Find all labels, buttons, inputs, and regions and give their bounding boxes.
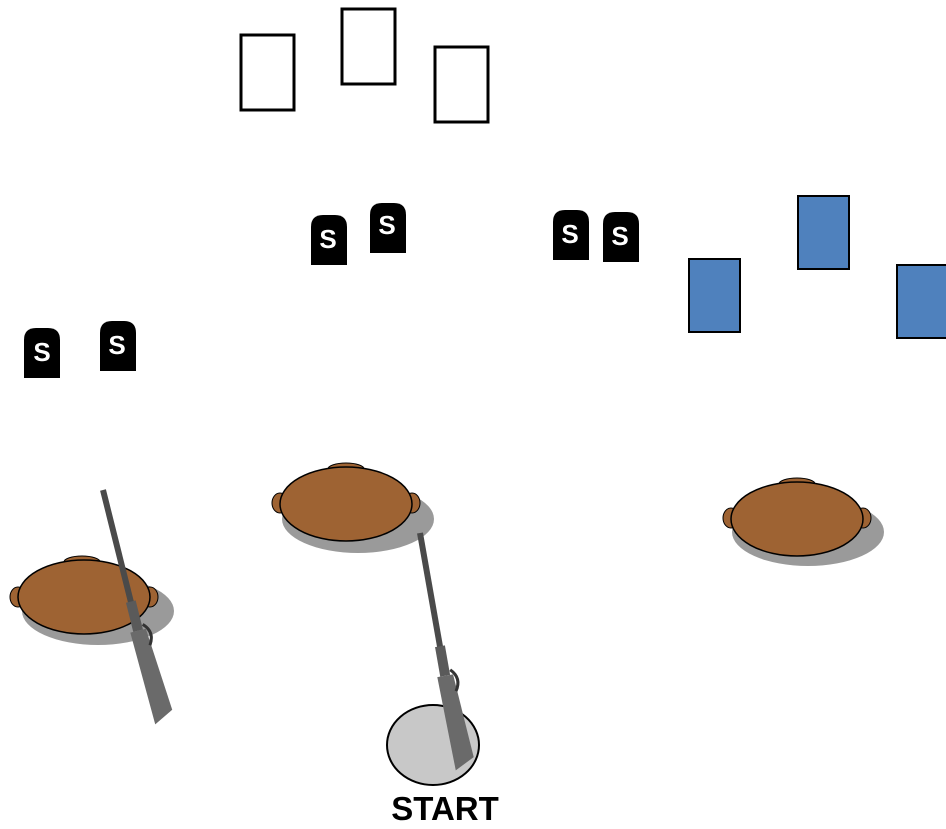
tombstone-2: S	[100, 321, 136, 371]
table-center	[271, 462, 434, 553]
svg-text:S: S	[611, 221, 628, 251]
svg-text:S: S	[561, 219, 578, 249]
outline-target-3	[433, 45, 490, 124]
tombstone-4: S	[370, 203, 406, 253]
table-left	[9, 555, 174, 645]
blue-target-3	[896, 264, 946, 339]
svg-text:S: S	[108, 330, 125, 360]
tombstone-5: S	[553, 210, 589, 260]
start-label: START	[391, 790, 499, 827]
tombstone-6: S	[603, 212, 639, 262]
outline-target-1	[239, 33, 296, 112]
tombstone-1: S	[24, 328, 60, 378]
svg-text:S: S	[319, 224, 336, 254]
table-right	[722, 477, 884, 566]
blue-target-2	[797, 195, 850, 270]
svg-text:S: S	[378, 210, 395, 240]
outline-target-2	[340, 7, 397, 86]
blue-target-1	[688, 258, 741, 333]
tombstone-3: S	[311, 215, 347, 265]
svg-text:S: S	[33, 337, 50, 367]
